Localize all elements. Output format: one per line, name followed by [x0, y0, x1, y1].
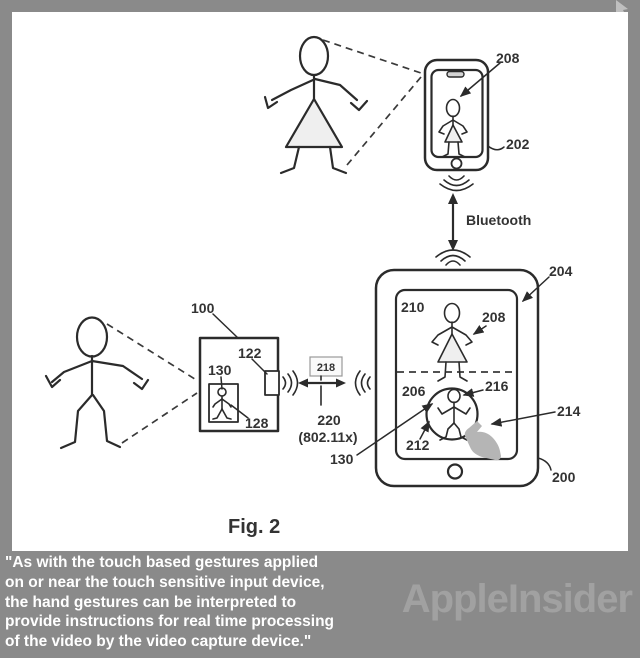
wireless-arc-icon — [354, 370, 361, 396]
ref-220-label: 220 — [317, 412, 341, 428]
patent-quote: "As with the touch based gestures applie… — [5, 553, 387, 652]
ref-208-tablet-label: 208 — [482, 309, 506, 325]
arrow-up-icon — [448, 193, 458, 204]
ref-204-label: 204 — [549, 263, 573, 279]
capture-device — [198, 336, 299, 433]
wireless-arc-icon — [443, 179, 470, 187]
capture-window — [208, 383, 239, 423]
woman-figure — [263, 35, 369, 175]
home-button-icon — [446, 463, 464, 480]
wireless-arc-icon — [282, 376, 287, 390]
wifi-link: 218 220 (802.11x) — [298, 356, 371, 445]
ref-208-tablet-leader — [472, 324, 487, 335]
gesture-circle — [425, 387, 479, 441]
quote-line: "As with the touch based gestures applie… — [5, 554, 319, 571]
bluetooth-label: Bluetooth — [466, 212, 531, 228]
fov-line-top — [322, 39, 422, 74]
ref-200-label: 200 — [552, 469, 576, 485]
ref-208-phone-label: 208 — [496, 50, 520, 66]
ref-122-label: 122 — [238, 345, 262, 361]
ref-202-leader — [487, 145, 505, 151]
home-button-icon — [450, 157, 463, 170]
ref-100-leader — [212, 313, 239, 339]
ref-128-leader — [230, 404, 249, 419]
ref-122-leader — [251, 358, 268, 375]
ref-130-window-label: 130 — [208, 362, 232, 378]
ref-214-label: 214 — [557, 403, 581, 419]
ref-214-leader — [490, 411, 556, 427]
quote-line: the hand gestures can be interpreted to — [5, 593, 297, 611]
transceiver — [264, 370, 280, 396]
wireless-arc-icon — [445, 260, 461, 266]
patent-diagram: 208 202 Bluetooth — [12, 0, 628, 551]
wireless-arc-icon — [366, 376, 371, 390]
ref-200-leader — [537, 457, 552, 471]
figure-caption: Fig. 2 — [228, 516, 280, 538]
wireless-arc-icon — [292, 370, 299, 396]
ref-216-leader — [462, 388, 484, 397]
wireless-arc-icon — [360, 373, 366, 393]
ref-218-tag — [309, 356, 343, 377]
ref-130-window-leader — [220, 376, 223, 390]
phone-screen-figure — [438, 98, 468, 158]
ref-212-leader — [419, 420, 430, 440]
ref-218-label: 218 — [317, 362, 335, 374]
ref-100-label: 100 — [191, 300, 215, 316]
wireless-arc-icon — [448, 175, 465, 181]
wireless-arc-icon — [435, 249, 471, 258]
fov-line-top — [106, 323, 199, 382]
appleinsider-watermark: AppleInsider — [401, 577, 633, 621]
man-figure — [44, 316, 150, 450]
ref-208-phone-leader — [459, 62, 501, 97]
ref-128-label: 128 — [245, 415, 269, 431]
smartphone — [423, 58, 490, 192]
ref-130-feed-leader — [356, 403, 434, 456]
arrow-down-icon — [448, 240, 458, 251]
wireless-arc-icon — [287, 373, 293, 393]
ref-216-label: 216 — [485, 378, 509, 394]
bluetooth-link: Bluetooth — [448, 193, 531, 251]
cursor-icon — [616, 0, 628, 18]
ref-204-leader — [521, 276, 550, 303]
quote-line: of the video by the video capture device… — [5, 633, 312, 651]
arrow-left-icon — [298, 378, 308, 388]
fov-line-bottom — [121, 392, 198, 444]
wireless-arc-icon — [440, 254, 466, 262]
tablet-top-figure — [431, 302, 473, 382]
ref-130-feed-label: 130 — [330, 451, 354, 467]
ref-206-label: 206 — [402, 383, 426, 399]
quote-line: on or near the touch sensitive input dev… — [5, 573, 325, 591]
gesture-circle-figure — [437, 388, 471, 441]
wireless-arc-icon — [439, 183, 474, 192]
ref-212-label: 212 — [406, 437, 430, 453]
ref-210-label: 210 — [401, 299, 425, 315]
tablet — [374, 249, 540, 488]
wifi-protocol-label: (802.11x) — [298, 429, 357, 445]
speaker-icon — [446, 70, 465, 78]
arrow-right-icon — [336, 378, 346, 388]
ref-202-label: 202 — [506, 136, 530, 152]
hand-cursor-icon — [464, 421, 501, 461]
footer-band: "As with the touch based gestures applie… — [0, 551, 640, 658]
quote-line: provide instructions for real time proce… — [5, 613, 335, 631]
